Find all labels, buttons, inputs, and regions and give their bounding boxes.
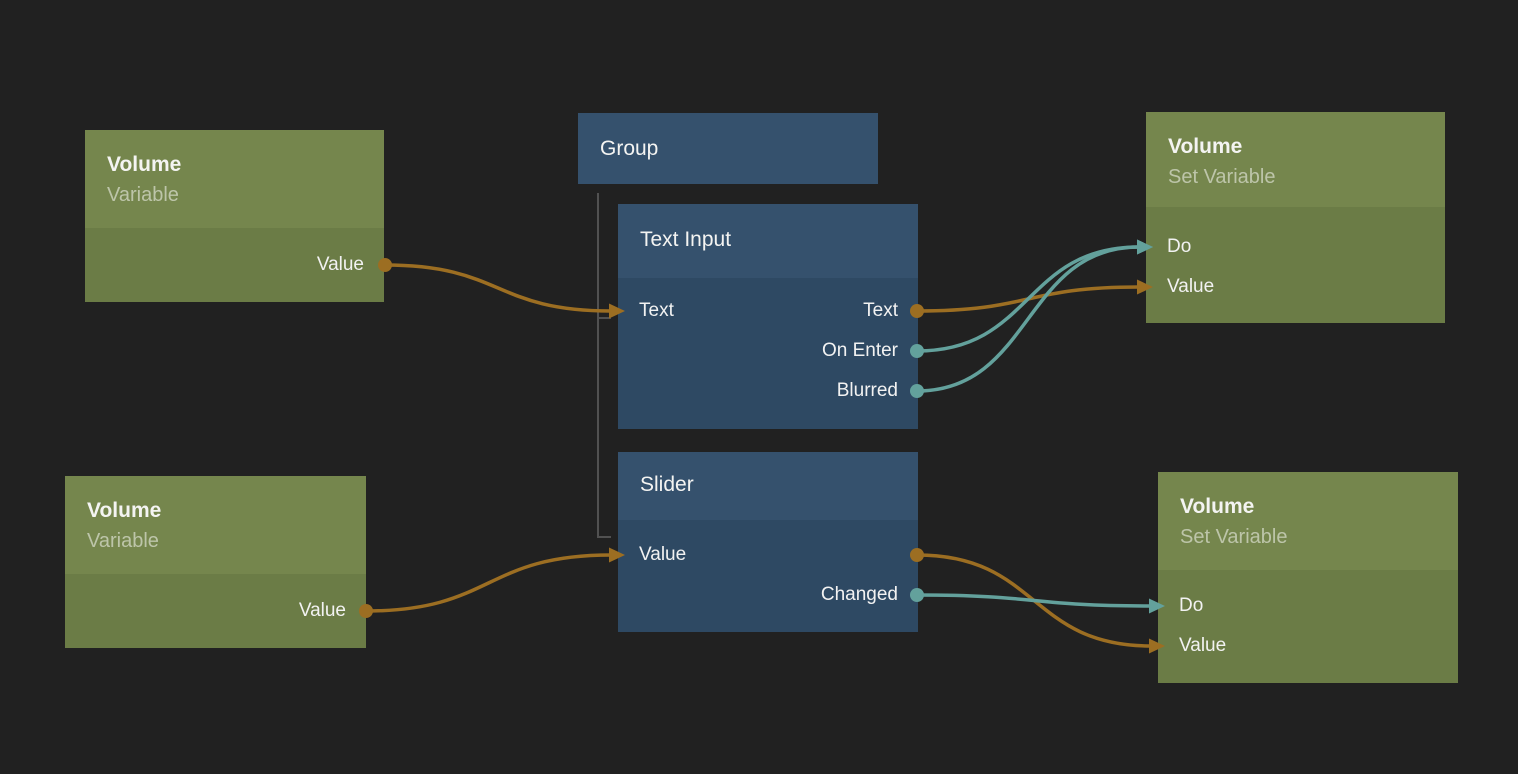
port-label: Value [1167, 276, 1215, 297]
port-value-input[interactable]: Value [1158, 634, 1458, 658]
node-title: Group [600, 137, 659, 160]
port-on-enter-output[interactable]: On Enter [618, 339, 918, 363]
port-label: Value [298, 600, 346, 621]
node-header: Volume Set Variable [1158, 472, 1458, 570]
port-dot[interactable] [910, 588, 924, 602]
connection-wire[interactable] [383, 263, 613, 313]
port-dot[interactable] [359, 604, 373, 618]
node-variable-top[interactable]: Volume Variable Value [85, 130, 384, 302]
node-subtitle: Variable [107, 184, 179, 206]
port-dot[interactable] [378, 258, 392, 272]
port-label: Blurred [836, 380, 898, 401]
node-header: Volume Variable [85, 130, 384, 228]
node-set-variable-top[interactable]: Volume Set Variable Do Value [1146, 112, 1445, 323]
wire-arrowhead-icon [1137, 239, 1153, 255]
node-header: Volume Set Variable [1146, 112, 1445, 207]
port-do-input[interactable]: Do [1146, 235, 1445, 259]
node-subtitle: Set Variable [1168, 166, 1276, 188]
node-group[interactable]: Group [578, 113, 878, 184]
node-title: Text Input [640, 228, 732, 251]
port-label: Value [639, 544, 687, 565]
node-text-input[interactable]: Text Input Text Text On Enter Blurred [618, 204, 918, 429]
wire-arrowhead-icon [1149, 598, 1165, 614]
node-variable-bottom[interactable]: Volume Variable Value [65, 476, 366, 648]
connection-wire[interactable] [915, 245, 1141, 353]
wire-arrowhead-icon [609, 547, 625, 563]
node-header: Slider [618, 452, 918, 520]
node-slider[interactable]: Slider Value Changed [618, 452, 918, 632]
port-label: Value [316, 254, 364, 275]
port-value-output[interactable]: Value [85, 253, 384, 277]
port-row-text[interactable]: Text Text [618, 299, 918, 323]
connection-wire[interactable] [915, 245, 1141, 393]
wire-arrowhead-icon [1137, 279, 1153, 295]
port-label: Do [1179, 595, 1204, 616]
connection-wire[interactable] [915, 593, 1153, 608]
port-blurred-output[interactable]: Blurred [618, 379, 918, 403]
port-dot[interactable] [910, 548, 924, 562]
port-value-input[interactable]: Value [1146, 275, 1445, 299]
node-title: Volume [87, 499, 162, 522]
port-value-row[interactable]: Value [618, 543, 918, 567]
port-do-input[interactable]: Do [1158, 594, 1458, 618]
wire-arrowhead-icon [609, 303, 625, 319]
node-title: Volume [107, 153, 182, 176]
wire-arrowhead-icon [1149, 638, 1165, 654]
port-changed-output[interactable]: Changed [618, 583, 918, 607]
node-set-variable-bottom[interactable]: Volume Set Variable Do Value [1158, 472, 1458, 683]
port-text-output-label: Text [863, 300, 898, 321]
node-subtitle: Set Variable [1180, 526, 1288, 548]
port-dot[interactable] [910, 304, 924, 318]
port-label: Value [1179, 635, 1227, 656]
port-label: Do [1167, 236, 1192, 257]
node-title: Volume [1168, 135, 1243, 158]
port-label: Changed [820, 584, 898, 605]
node-header: Volume Variable [65, 476, 366, 574]
node-subtitle: Variable [87, 530, 159, 552]
group-tree-line [597, 193, 611, 538]
node-title: Slider [640, 473, 694, 496]
node-title: Volume [1180, 495, 1255, 518]
port-text-input-label: Text [639, 300, 674, 321]
port-dot[interactable] [910, 344, 924, 358]
port-value-output[interactable]: Value [65, 599, 366, 623]
node-header: Text Input [618, 204, 918, 278]
port-label: On Enter [821, 340, 898, 361]
port-dot[interactable] [910, 384, 924, 398]
connection-wire[interactable] [364, 553, 613, 613]
